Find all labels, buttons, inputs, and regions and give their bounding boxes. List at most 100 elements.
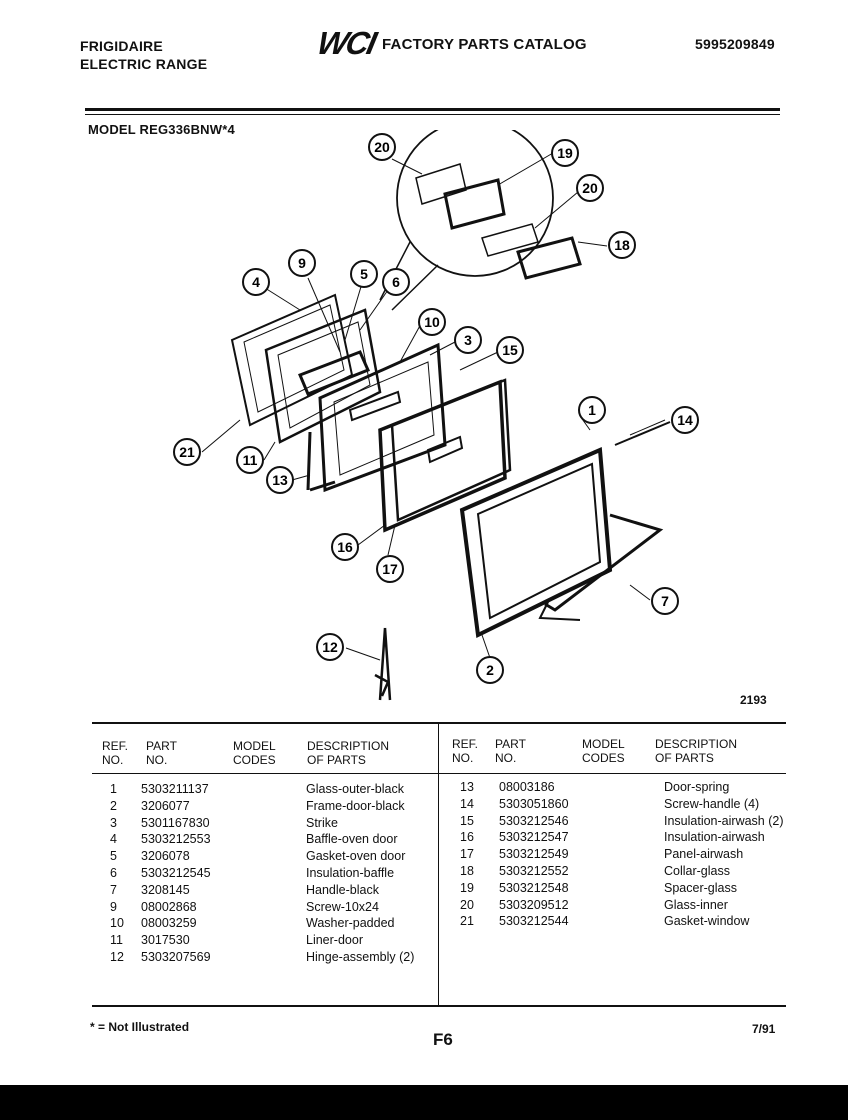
description-cell: Washer-padded — [306, 916, 395, 931]
svg-text:13: 13 — [272, 472, 288, 488]
description-cell: Glass-inner — [664, 897, 728, 912]
svg-text:20: 20 — [582, 180, 598, 196]
svg-text:16: 16 — [337, 539, 353, 555]
page-number: F6 — [433, 1030, 453, 1049]
description-cell: Hinge-assembly (2) — [306, 950, 415, 964]
callout-6: 6 — [382, 268, 410, 296]
callout-15: 15 — [496, 336, 524, 364]
svg-text:11: 11 — [243, 452, 258, 468]
ref-cell: 5 — [110, 849, 117, 864]
callout-20a: 20 — [368, 133, 396, 161]
part-number-cell: 3206078 — [141, 849, 190, 864]
svg-text:14: 14 — [677, 412, 693, 428]
handle-screw-part — [614, 421, 671, 446]
header-ref-right: REF.NO. — [452, 737, 479, 765]
description-cell: Door-spring — [664, 780, 730, 794]
description-cell: Gasket-oven door — [306, 849, 406, 864]
part-number-cell: 5303212548 — [499, 880, 569, 895]
part-number-cell: 3208145 — [141, 882, 190, 897]
description-cell: Insulation-baffle — [306, 866, 395, 880]
svg-text:1: 1 — [588, 402, 596, 418]
ref-cell: 18 — [460, 864, 474, 878]
handle-part — [544, 513, 664, 612]
ref-cell: 17 — [460, 847, 474, 862]
callout-5: 5 — [350, 260, 378, 288]
ref-cell: 6 — [110, 866, 117, 880]
table-column-divider — [438, 723, 439, 1005]
callout-3: 3 — [454, 326, 482, 354]
table-bottom-rule — [92, 1005, 786, 1007]
part-number-cell: 5303212552 — [499, 864, 569, 878]
table-top-rule — [92, 722, 786, 724]
inset-spacer-19 — [443, 178, 506, 230]
callout-21: 21 — [173, 438, 201, 466]
part-number-cell: 08003259 — [141, 916, 197, 931]
inset-glass-20 — [415, 163, 467, 205]
inset-glass-20b — [481, 223, 539, 257]
part-number-cell: 5301167830 — [141, 815, 210, 830]
callout-group: 20 19 20 18 4 9 5 6 10 3 15 1 14 21 11 1… — [173, 133, 699, 684]
ref-cell: 19 — [460, 880, 474, 895]
svg-text:19: 19 — [557, 145, 573, 161]
door-frame-part — [459, 447, 613, 639]
airwash-panel-part — [390, 378, 512, 522]
part-number-cell: 5303209512 — [499, 897, 569, 912]
description-cell: Insulation-airwash (2) — [664, 813, 784, 828]
part-number-cell: 5303207569 — [141, 950, 211, 964]
svg-text:12: 12 — [322, 639, 338, 655]
svg-text:15: 15 — [502, 342, 518, 358]
catalog-title: FACTORY PARTS CATALOG — [382, 36, 587, 53]
wci-logo: WCI — [314, 25, 379, 61]
svg-text:2: 2 — [486, 662, 494, 678]
description-cell: Glass-outer-black — [306, 782, 404, 796]
scan-edge-bar — [0, 1085, 848, 1120]
header-rule-thin — [85, 114, 780, 115]
ref-cell: 1 — [110, 782, 117, 796]
callout-14: 14 — [671, 406, 699, 434]
door-spring-part — [306, 431, 336, 492]
product-name: ELECTRIC RANGE — [80, 56, 208, 72]
ref-cell: 2 — [110, 798, 117, 813]
description-cell: Collar-glass — [664, 864, 730, 878]
ref-cell: 12 — [110, 950, 124, 964]
svg-text:9: 9 — [298, 255, 306, 271]
callout-17: 17 — [376, 555, 404, 583]
drawing-number: 2193 — [740, 693, 767, 707]
svg-text:20: 20 — [374, 139, 390, 155]
callout-16: 16 — [331, 533, 359, 561]
description-cell: Frame-door-black — [306, 798, 405, 813]
svg-text:21: 21 — [179, 444, 195, 460]
ref-cell: 4 — [110, 832, 117, 847]
part-number-cell: 5303212547 — [499, 830, 569, 845]
ref-cell: 21 — [460, 914, 474, 929]
part-number-cell: 3017530 — [141, 933, 190, 948]
exploded-parts-diagram: 20 19 20 18 4 9 5 6 10 3 15 1 14 21 11 1… — [173, 130, 699, 701]
description-cell: Strike — [306, 815, 338, 830]
svg-text:4: 4 — [252, 274, 260, 290]
description-cell: Gasket-window — [664, 914, 750, 929]
part-number-cell: 5303212553 — [141, 832, 211, 847]
callout-2: 2 — [476, 656, 504, 684]
svg-text:17: 17 — [382, 561, 398, 577]
ref-cell: 11 — [110, 933, 123, 948]
model-number: MODEL REG336BNW*4 — [88, 122, 235, 137]
svg-text:6: 6 — [392, 274, 400, 290]
part-number-cell: 5303051860 — [499, 796, 569, 811]
description-cell: Spacer-glass — [664, 880, 737, 895]
ref-cell: 7 — [110, 882, 117, 897]
callout-7: 7 — [651, 587, 679, 615]
table-header-rule — [92, 773, 786, 774]
svg-text:7: 7 — [661, 593, 669, 609]
header-ref-left: REF.NO. — [102, 739, 129, 767]
ref-cell: 16 — [460, 830, 474, 845]
callout-10: 10 — [418, 308, 446, 336]
description-cell: Screw-handle (4) — [664, 796, 760, 811]
ref-cell: 3 — [110, 815, 117, 830]
callout-1: 1 — [578, 396, 606, 424]
liner-door-part — [264, 308, 382, 444]
not-illustrated-note: * = Not Illustrated — [90, 1020, 190, 1034]
part-number-cell: 08003186 — [499, 780, 555, 794]
